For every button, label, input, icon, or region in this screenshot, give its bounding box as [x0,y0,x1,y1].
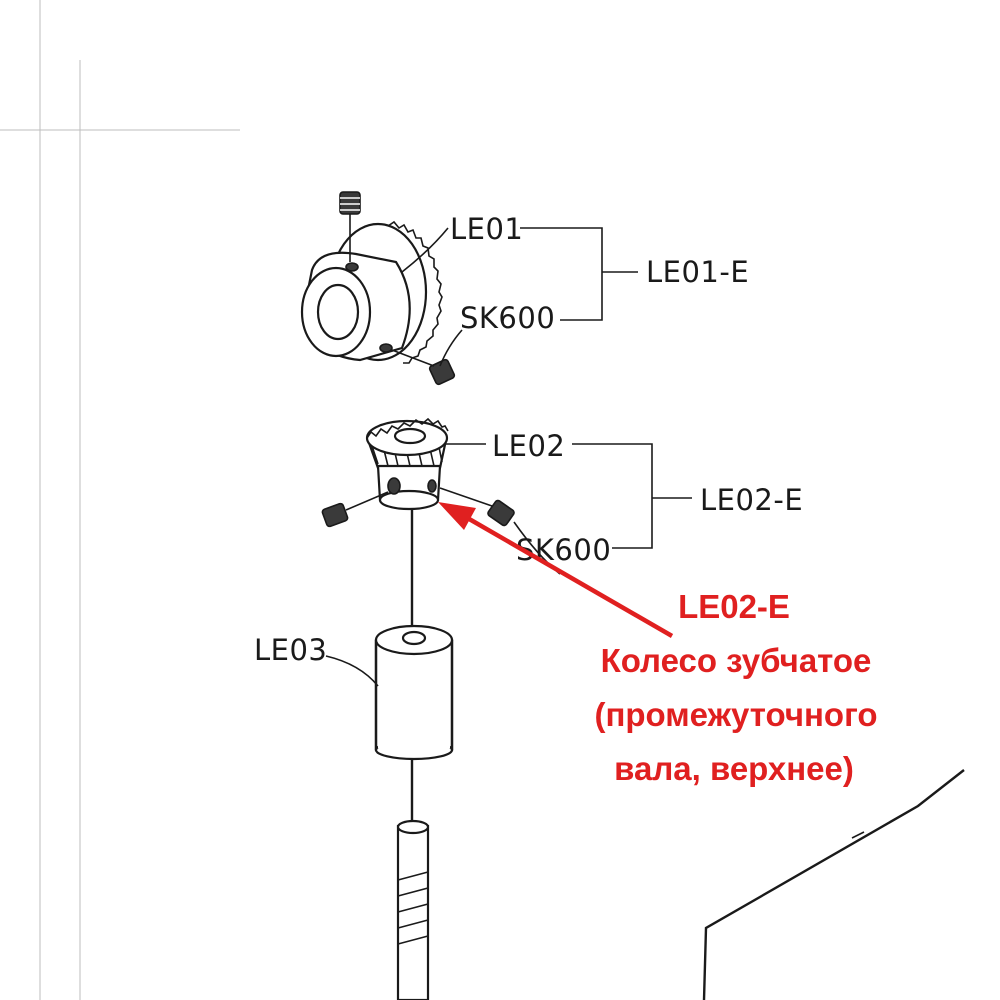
le02-left-set-screw [321,491,389,528]
le03-collar-part [374,624,454,761]
machine-frame-outline [702,769,965,1000]
annotation-line-3: вала, верхнее) [614,750,854,787]
le02-right-set-screw [439,487,515,527]
label-le01: LE01 [450,212,523,246]
label-le01-e: LE01-E [646,255,749,289]
label-le03: LE03 [254,633,327,667]
background-guides [0,0,240,1000]
le02-gear-part [365,417,449,511]
label-sk600-top: SK600 [460,301,555,335]
annotation-code: LE02-E [678,588,790,625]
annotation-arrow [438,502,674,638]
le01-side-set-screw [391,349,456,386]
label-le02: LE02 [492,429,565,463]
annotation-line-2: (промежуточного [594,696,877,733]
annotation-line-1: Колесо зубчатое [601,642,872,679]
le01-top-set-screw [339,191,361,262]
worm-shaft-part [396,819,430,1000]
le01-gear-part [300,220,443,364]
leader-lines [325,227,692,687]
label-sk600-mid: SK600 [516,533,611,567]
label-le02-e: LE02-E [700,483,803,517]
